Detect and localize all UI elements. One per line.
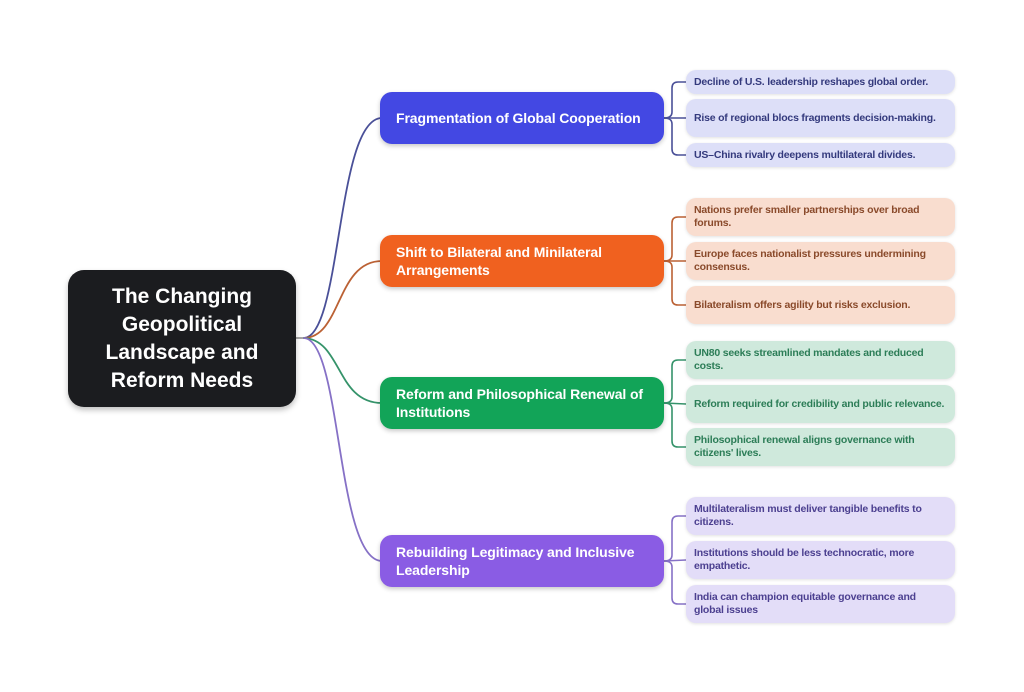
connector-branch-leaf — [663, 515, 687, 562]
leaf-node[interactable]: Nations prefer smaller partnerships over… — [686, 198, 955, 236]
connector-central-branch — [303, 117, 383, 339]
connector-branch-leaf — [663, 117, 687, 156]
central-topic-node[interactable]: The Changing Geopolitical Landscape and … — [68, 270, 296, 407]
connector-central-branch — [303, 337, 383, 562]
leaf-node[interactable]: India can champion equitable governance … — [686, 585, 955, 623]
branch-node-institutional-reform[interactable]: Reform and Philosophical Renewal of Inst… — [380, 377, 664, 429]
branch-node-fragmentation[interactable]: Fragmentation of Global Cooperation — [380, 92, 664, 144]
connector-branch-leaf — [663, 402, 687, 448]
leaf-node[interactable]: Rise of regional blocs fragments decisio… — [686, 99, 955, 137]
leaf-node[interactable]: Institutions should be less technocratic… — [686, 541, 955, 579]
connector-branch-leaf — [663, 560, 687, 605]
branch-node-bilateral-shift[interactable]: Shift to Bilateral and Minilateral Arran… — [380, 235, 664, 287]
leaf-node[interactable]: UN80 seeks streamlined mandates and redu… — [686, 341, 955, 379]
connector-central-branch — [303, 260, 383, 339]
connector-central-branch — [303, 337, 383, 404]
branch-node-rebuilding-legitimacy[interactable]: Rebuilding Legitimacy and Inclusive Lead… — [380, 535, 664, 587]
leaf-node[interactable]: Philosophical renewal aligns governance … — [686, 428, 955, 466]
leaf-node[interactable]: Decline of U.S. leadership reshapes glob… — [686, 70, 955, 94]
leaf-node[interactable]: Europe faces nationalist pressures under… — [686, 242, 955, 280]
leaf-node[interactable]: US–China rivalry deepens multilateral di… — [686, 143, 955, 167]
connector-branch-leaf — [663, 359, 687, 404]
connector-branch-leaf — [663, 81, 687, 119]
connector-branch-leaf — [663, 216, 687, 262]
leaf-node[interactable]: Multilateralism must deliver tangible be… — [686, 497, 955, 535]
connector-branch-leaf — [663, 260, 687, 306]
leaf-node[interactable]: Reform required for credibility and publ… — [686, 385, 955, 423]
leaf-node[interactable]: Bilateralism offers agility but risks ex… — [686, 286, 955, 324]
